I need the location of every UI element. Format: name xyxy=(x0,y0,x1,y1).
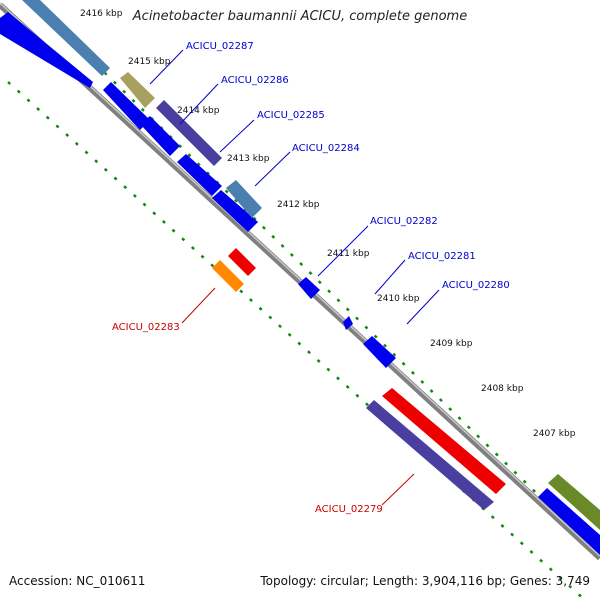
gene-label-acicu-02286[interactable]: ACICU_02286 xyxy=(221,75,289,86)
gene-block[interactable] xyxy=(226,180,262,218)
inner-tick-row xyxy=(7,81,586,600)
genome-backbone-highlight xyxy=(0,2,600,557)
gene-label-acicu-02287[interactable]: ACICU_02287 xyxy=(186,41,254,52)
gene-label-acicu-02279[interactable]: ACICU_02279 xyxy=(315,504,383,515)
genome-summary-text: Topology: circular; Length: 3,904,116 bp… xyxy=(260,574,590,588)
map-title: Acinetobacter baumannii ACICU, complete … xyxy=(132,9,468,24)
forward-genes xyxy=(0,0,600,555)
gene-block[interactable] xyxy=(228,248,256,276)
leader-line xyxy=(381,473,415,506)
tick-label: 2408 kbp xyxy=(481,384,524,394)
tick-label: 2407 kbp xyxy=(533,429,576,439)
gene-labels: ACICU_02287 ACICU_02286 ACICU_02285 ACIC… xyxy=(112,41,510,515)
leader-line xyxy=(179,83,219,125)
gene-block[interactable] xyxy=(343,316,353,330)
gene-block[interactable] xyxy=(298,277,320,299)
gene-label-acicu-02284[interactable]: ACICU_02284 xyxy=(292,143,360,154)
tick-label: 2412 kbp xyxy=(277,200,320,210)
gene-block[interactable] xyxy=(212,190,258,232)
gene-block[interactable] xyxy=(103,82,150,130)
gene-block[interactable] xyxy=(0,12,93,88)
reverse-genes xyxy=(212,248,506,510)
leader-line xyxy=(254,151,291,187)
gene-block[interactable] xyxy=(212,260,244,292)
accession-text: Accession: NC_010611 xyxy=(9,574,146,588)
gene-label-acicu-02282[interactable]: ACICU_02282 xyxy=(370,216,438,227)
gene-block[interactable] xyxy=(156,100,222,166)
leader-lines xyxy=(149,49,440,506)
leader-line xyxy=(219,119,255,153)
tick-labels: 2416 kbp 2415 kbp 2414 kbp 2413 kbp 2412… xyxy=(80,9,576,439)
gene-block[interactable] xyxy=(177,154,222,196)
tick-label: 2416 kbp xyxy=(80,9,123,19)
tick-label: 2415 kbp xyxy=(128,57,171,67)
tick-label: 2414 kbp xyxy=(177,106,220,116)
gene-label-acicu-02285[interactable]: ACICU_02285 xyxy=(257,110,325,121)
gene-block[interactable] xyxy=(363,336,396,368)
gene-block[interactable] xyxy=(140,116,180,156)
gene-block[interactable] xyxy=(120,72,155,108)
leader-line xyxy=(406,289,440,325)
leader-line xyxy=(374,259,406,295)
gene-block[interactable] xyxy=(382,388,506,494)
genome-backbone xyxy=(0,2,600,561)
tick-label: 2409 kbp xyxy=(430,339,473,349)
gene-block[interactable] xyxy=(548,474,600,530)
gene-label-acicu-02280[interactable]: ACICU_02280 xyxy=(442,280,510,291)
tick-label: 2410 kbp xyxy=(377,294,420,304)
leader-line xyxy=(317,225,369,277)
outer-tick-row xyxy=(29,0,600,556)
gene-block[interactable] xyxy=(538,488,600,555)
tick-label: 2413 kbp xyxy=(227,154,270,164)
gene-block[interactable] xyxy=(22,0,110,76)
tick-label: 2411 kbp xyxy=(327,249,370,259)
gene-block[interactable] xyxy=(366,400,494,510)
leader-line xyxy=(149,49,184,85)
gene-label-acicu-02281[interactable]: ACICU_02281 xyxy=(408,251,476,262)
gene-label-acicu-02283[interactable]: ACICU_02283 xyxy=(112,322,180,333)
leader-line xyxy=(181,287,216,324)
